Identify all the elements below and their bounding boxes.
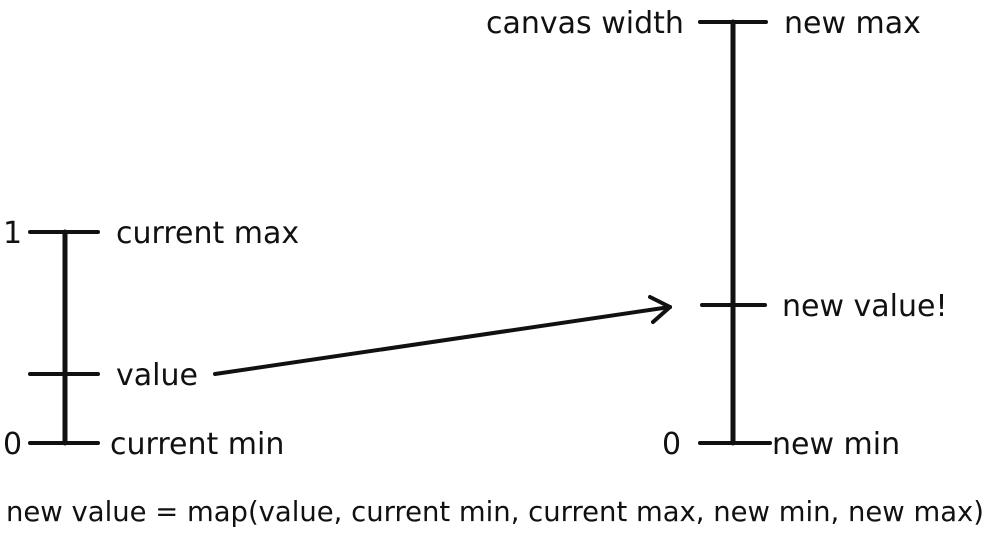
- mapping-arrow-shaft: [213, 305, 672, 376]
- mapping-arrow-head: [648, 295, 672, 324]
- left-scale-bottom-label: current min: [110, 427, 284, 462]
- right-scale-top-left-label: canvas width: [486, 6, 684, 41]
- right-scale: canvas width new max new value! 0 new mi…: [486, 6, 948, 462]
- right-scale-bottom-number: 0: [662, 427, 681, 462]
- right-scale-top-label: new max: [784, 6, 921, 41]
- left-scale-bottom-number: 0: [3, 427, 22, 462]
- left-scale-middle-label: value: [116, 358, 198, 393]
- left-scale-top-label: current max: [116, 216, 299, 251]
- right-scale-middle-label: new value!: [782, 289, 948, 324]
- left-scale-top-number: 1: [3, 216, 22, 251]
- left-scale: 1 current max value 0 current min: [3, 216, 299, 462]
- map-formula: new value = map(value, current min, curr…: [6, 495, 984, 528]
- right-scale-bottom-label: new min: [772, 427, 900, 462]
- mapping-arrow: [213, 295, 672, 376]
